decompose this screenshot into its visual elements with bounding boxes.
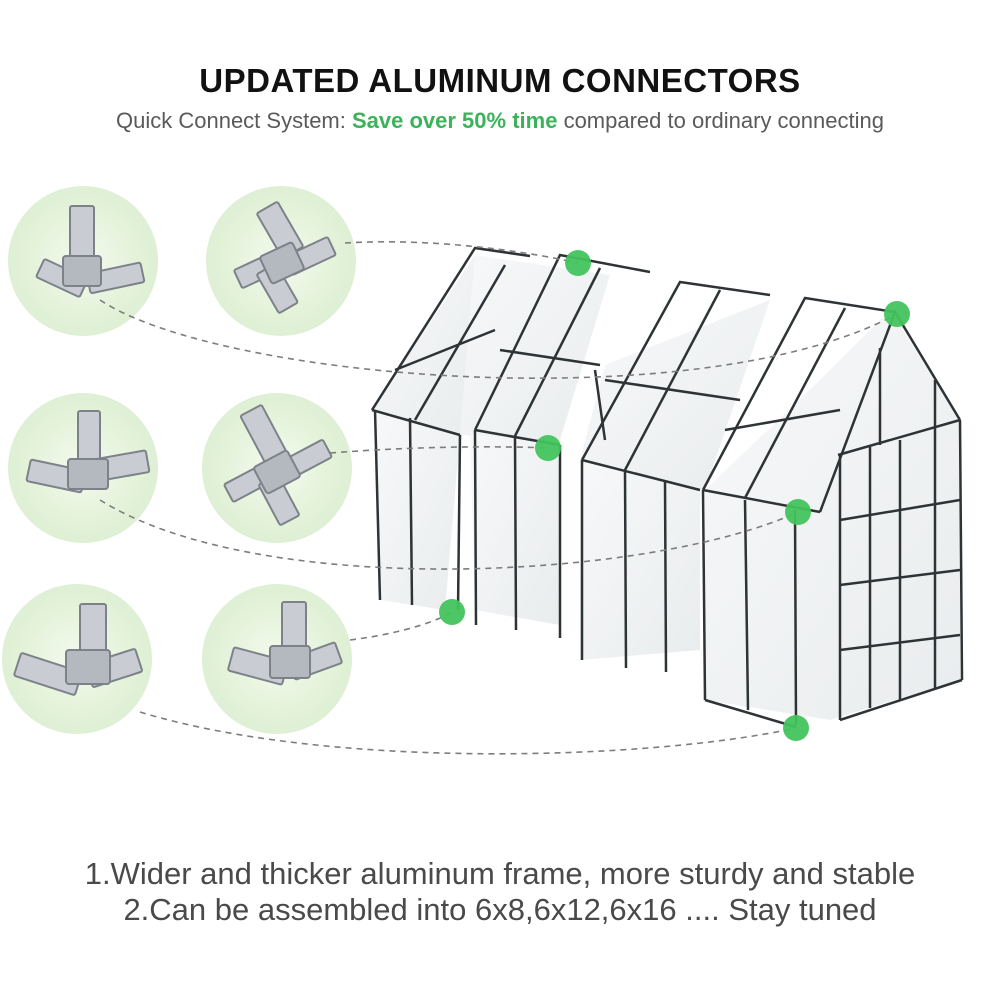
feature-line-2: 2.Can be assembled into 6x8,6x12,6x16 ..… xyxy=(123,892,877,927)
connection-point-marker xyxy=(439,599,465,625)
leader-line-2 xyxy=(344,241,579,264)
connection-point-marker xyxy=(565,250,591,276)
four-way-connector-icon xyxy=(233,201,337,314)
leader-line-6 xyxy=(349,611,453,641)
three-way-connector-icon xyxy=(13,603,143,696)
three-way-connector-icon xyxy=(35,205,146,298)
page-title: UPDATED ALUMINUM CONNECTORS xyxy=(199,62,801,99)
leader-line-5 xyxy=(139,711,797,755)
t-connector-icon xyxy=(25,410,151,494)
feature-line-1: 1.Wider and thicker aluminum frame, more… xyxy=(84,856,916,891)
leader-line-4 xyxy=(329,446,549,454)
connector-detail-4 xyxy=(202,393,352,543)
connection-markers xyxy=(439,250,910,741)
leader-line-1 xyxy=(99,299,898,379)
subtitle-lead: Quick Connect System: xyxy=(116,108,352,133)
connector-detail-6 xyxy=(202,584,352,734)
leader-line-3 xyxy=(99,499,799,570)
connector-detail-2 xyxy=(206,186,356,336)
connection-point-marker xyxy=(783,715,809,741)
connection-point-marker xyxy=(785,499,811,525)
page-subtitle: Quick Connect System: Save over 50% time… xyxy=(0,108,1000,134)
four-way-connector-icon xyxy=(223,404,333,526)
t-connector-icon xyxy=(227,601,343,686)
aluminum-frame xyxy=(370,246,964,729)
subtitle-highlight: Save over 50% time xyxy=(351,108,558,133)
greenhouse-panels xyxy=(372,255,960,720)
leader-lines xyxy=(99,241,898,755)
connector-detail-1 xyxy=(8,186,158,336)
connection-point-marker xyxy=(535,435,561,461)
subtitle-tail: compared to ordinary connecting xyxy=(557,108,884,133)
connector-detail-5 xyxy=(2,584,152,734)
connection-point-marker xyxy=(884,301,910,327)
